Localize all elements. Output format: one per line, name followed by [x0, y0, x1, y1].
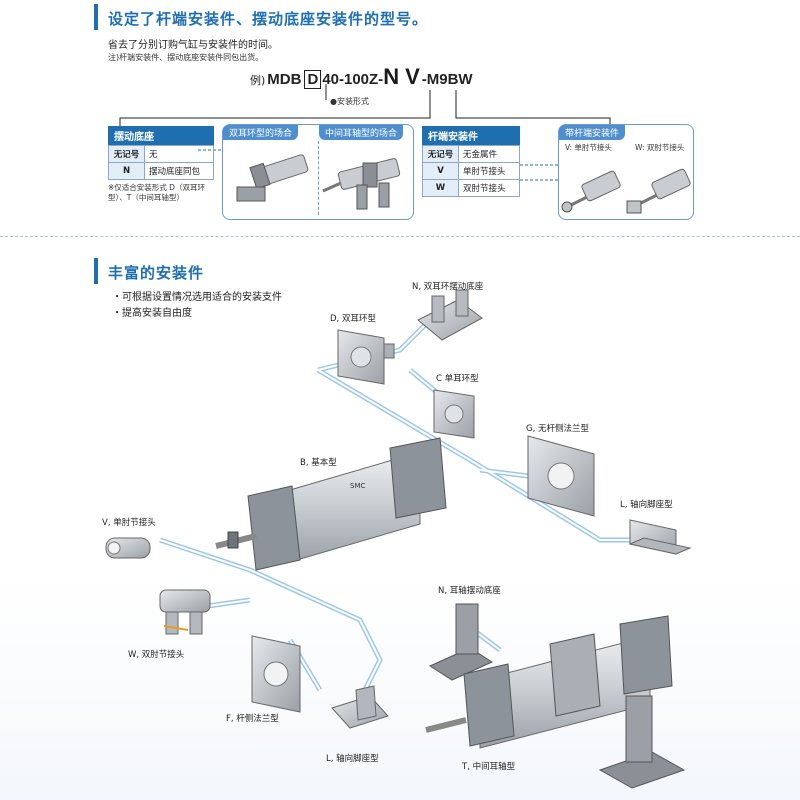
model-example: 例) MDB D 40-100Z- N V -M9BW [250, 64, 473, 90]
double-knuckle-cylinder-icon [626, 168, 691, 214]
panel-divider [318, 141, 319, 215]
basic-cylinder-icon: SMC [215, 437, 447, 571]
center-trunnion-cylinder-icon [322, 158, 401, 210]
section-separator [0, 236, 800, 237]
table-row: N 摆动底座同包 [108, 162, 214, 180]
double-knuckle-joint-icon [159, 589, 211, 635]
section2-accent-bar [94, 258, 98, 284]
model-switch: -M9BW [421, 71, 473, 88]
swing-table-header: 摆动底座 [108, 126, 214, 145]
cylinder-logo: SMC [350, 482, 365, 490]
model-bore-stroke: 40-100Z- [322, 71, 384, 88]
rod-row-key: W [422, 179, 459, 197]
example-prefix: 例) [250, 74, 266, 87]
label-w-double-knuckle: W, 双肘节接头 [128, 650, 185, 660]
rod-row-value: 双肘节接头 [458, 179, 520, 197]
axial-foot-bottom-icon [331, 685, 389, 729]
single-knuckle-joint-icon [105, 537, 151, 559]
swing-row-key: 无记号 [108, 145, 145, 163]
rod-end-panel: 带杆端安装件 V: 单肘节接头 W: 双肘节接头 [558, 124, 694, 220]
swing-row-key: N [108, 162, 145, 180]
model-mount-code: D [304, 70, 322, 89]
label-f-rod-flange: F, 杆侧法兰型 [226, 714, 279, 724]
rod-flange-icon [251, 635, 301, 713]
section1-accent-bar [94, 4, 98, 30]
label-g-head-flange: G, 无杆侧法兰型 [526, 424, 589, 434]
double-clevis-mount-icon [337, 329, 395, 385]
section1-title: 设定了杆端安装件、摆动底座安装件的型号。 [108, 10, 429, 28]
double-clevis-cylinder-icon [236, 154, 309, 202]
model-rod-code: V [405, 64, 420, 89]
section1-note: 注)杆端安装件、摆动底座安装件同包出货。 [108, 53, 264, 62]
head-flange-icon [527, 435, 595, 517]
single-clevis-mount-icon [433, 389, 475, 439]
label-c-single-clevis: C 单耳环型 [436, 374, 479, 384]
section1-connectors [119, 84, 611, 181]
panel-center-trunnion-title: 中间耳轴型的场合 [319, 125, 404, 140]
table-row: V 单肘节接头 [422, 162, 520, 180]
label-n-double-clevis-pivot: N, 双耳环摆动底座 [412, 282, 484, 292]
single-knuckle-cylinder-icon [561, 170, 621, 213]
model-series: MDB [267, 71, 302, 88]
section2-bullet1: ・可根据设置情况选用适合的安装支件 [112, 292, 282, 303]
section2-bullet2: ・提高安装自由度 [112, 308, 192, 319]
rod-end-illustrations [561, 168, 691, 214]
swing-row-value: 摆动底座同包 [144, 162, 214, 180]
label-t-center-trunnion: T, 中间耳轴型 [462, 762, 516, 772]
section2-title: 丰富的安装件 [108, 264, 205, 282]
rod-end-table: 杆端安装件 无记号 无金属件 V 单肘节接头 W 双肘节接头 [422, 126, 520, 197]
rod-end-panel-title: 带杆端安装件 [559, 125, 626, 140]
swing-mount-illustrations [236, 154, 401, 210]
swing-mount-panel: 双耳环型的场合 中间耳轴型的场合 [222, 124, 414, 220]
mount-type-label: ●安装形式 [330, 97, 369, 106]
double-clevis-pivot-bracket-icon [417, 289, 483, 341]
panel-double-clevis-title: 双耳环型的场合 [223, 125, 299, 140]
label-v-single-knuckle: V, 单肘节接头 [102, 518, 156, 528]
rod-end-w-label: W: 双肘节接头 [635, 143, 685, 152]
rod-end-v-label: V: 单肘节接头 [565, 143, 612, 152]
table-row: W 双肘节接头 [422, 179, 520, 197]
axial-foot-right-icon [628, 519, 692, 555]
trunnion-pivot-bracket-icon [428, 603, 494, 681]
center-trunnion-cylinder-icon [425, 615, 673, 749]
model-swing-code: N [383, 64, 400, 89]
rod-row-key: V [422, 162, 459, 180]
label-l-axial-foot-bottom: L, 轴向脚座型 [326, 754, 379, 764]
label-n-trunnion-pivot: N, 耳轴摆动底座 [438, 586, 501, 596]
label-b-basic: B, 基本型 [300, 458, 337, 468]
swing-table-note: ※仅适合安装形式 D（双耳环型）、T（中间耳轴型） [108, 183, 205, 202]
label-l-axial-foot-right: L, 轴向脚座型 [620, 500, 673, 510]
table-row: 无记号 无 [108, 145, 214, 163]
swing-mount-table: 摆动底座 无记号 无 N 摆动底座同包 ※仅适合安装形式 D（双耳环型）、T（中… [108, 126, 220, 203]
label-d-double-clevis: D, 双耳环型 [330, 314, 376, 324]
rod-table-header: 杆端安装件 [422, 126, 520, 145]
trunnion-foot-icon [598, 695, 686, 789]
section1-line1: 省去了分别订购气缸与安装件的时间。 [108, 40, 278, 51]
